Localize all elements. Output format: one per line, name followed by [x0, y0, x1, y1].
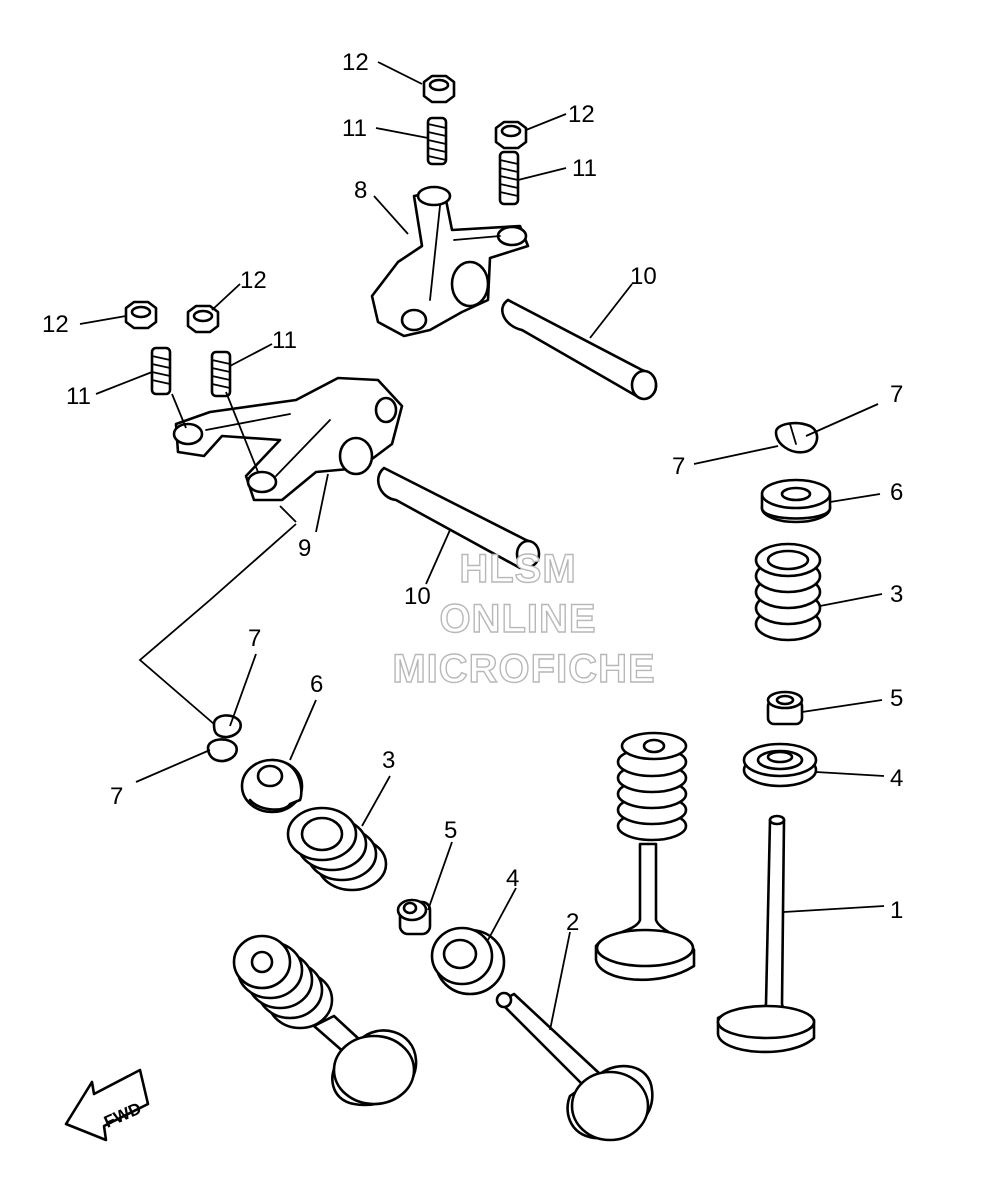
collet-7-left-upper[interactable]: [212, 714, 242, 739]
callout-11-mid-left: 11: [272, 327, 297, 354]
callout-5-left: 5: [444, 817, 457, 844]
callout-10-upper: 10: [630, 263, 657, 290]
stud-11-top[interactable]: [426, 116, 448, 166]
callout-12-left: 12: [42, 311, 69, 338]
callout-4-right: 4: [890, 765, 903, 792]
nut-12-left[interactable]: [124, 300, 158, 330]
stud-11-upper-right[interactable]: [498, 150, 520, 206]
callout-3-right: 3: [890, 581, 903, 608]
stud-11-left[interactable]: [150, 346, 172, 396]
callout-8: 8: [354, 177, 367, 204]
rocker-arm-9[interactable]: [172, 376, 404, 502]
callout-3-left: 3: [382, 747, 395, 774]
callout-9: 9: [298, 535, 311, 562]
callout-5-right: 5: [890, 685, 903, 712]
leader-lines: [79, 61, 885, 1031]
callout-1: 1: [890, 897, 903, 924]
fwd-arrow-icon: FWD: [64, 1068, 150, 1142]
rocker-shaft-10-lower[interactable]: [377, 466, 541, 570]
retainer-6-left[interactable]: [240, 758, 304, 814]
seat-4-right[interactable]: [742, 742, 818, 788]
retainer-6-right[interactable]: [760, 478, 832, 524]
callout-7-right-upper: 7: [890, 381, 903, 408]
nut-12-mid-left[interactable]: [186, 304, 220, 334]
rocker-shaft-10-upper[interactable]: [501, 298, 658, 401]
seat-4-left[interactable]: [430, 926, 506, 996]
callout-11-upper-right: 11: [572, 155, 597, 182]
nut-12-upper-right[interactable]: [494, 120, 528, 150]
collet-7-right[interactable]: [774, 421, 819, 454]
valve-assembled-left[interactable]: [232, 934, 418, 1107]
rocker-arm-8[interactable]: [370, 185, 530, 338]
valve-assembled-center[interactable]: [594, 731, 696, 982]
seal-5-right[interactable]: [766, 690, 804, 726]
callout-11-top: 11: [342, 115, 367, 142]
callout-7-left-lower: 7: [110, 783, 123, 810]
nut-12-top[interactable]: [422, 74, 456, 104]
seal-5-left[interactable]: [396, 898, 432, 936]
watermark-line-2: ONLINE: [439, 597, 596, 641]
valve-1-exhaust[interactable]: [716, 814, 816, 1054]
callout-labels: 12 11 12 11 8 10 12 12 11 11 9 10 7 7 6 …: [42, 49, 903, 936]
valve-2-intake[interactable]: [495, 991, 654, 1142]
callout-12-mid-left: 12: [240, 267, 267, 294]
spring-3-left[interactable]: [286, 806, 388, 892]
callout-12-upper-right: 12: [568, 101, 595, 128]
watermark: HLSM ONLINE MICROFICHE: [392, 546, 656, 691]
watermark-line-1: HLSM: [459, 547, 576, 591]
callout-7-right-lower: 7: [672, 453, 685, 480]
spring-3-right[interactable]: [754, 542, 822, 642]
callout-4-left: 4: [506, 865, 519, 892]
collet-7-left-lower[interactable]: [206, 738, 238, 763]
callout-6-left: 6: [310, 671, 323, 698]
callout-2: 2: [566, 909, 579, 936]
callout-6-right: 6: [890, 479, 903, 506]
watermark-line-3: MICROFICHE: [392, 647, 655, 691]
callout-10-lower: 10: [404, 583, 431, 610]
stud-11-mid-left[interactable]: [210, 350, 232, 398]
callout-7-left-upper: 7: [248, 625, 261, 652]
callout-12-top: 12: [342, 49, 369, 76]
callout-11-left: 11: [66, 383, 91, 410]
